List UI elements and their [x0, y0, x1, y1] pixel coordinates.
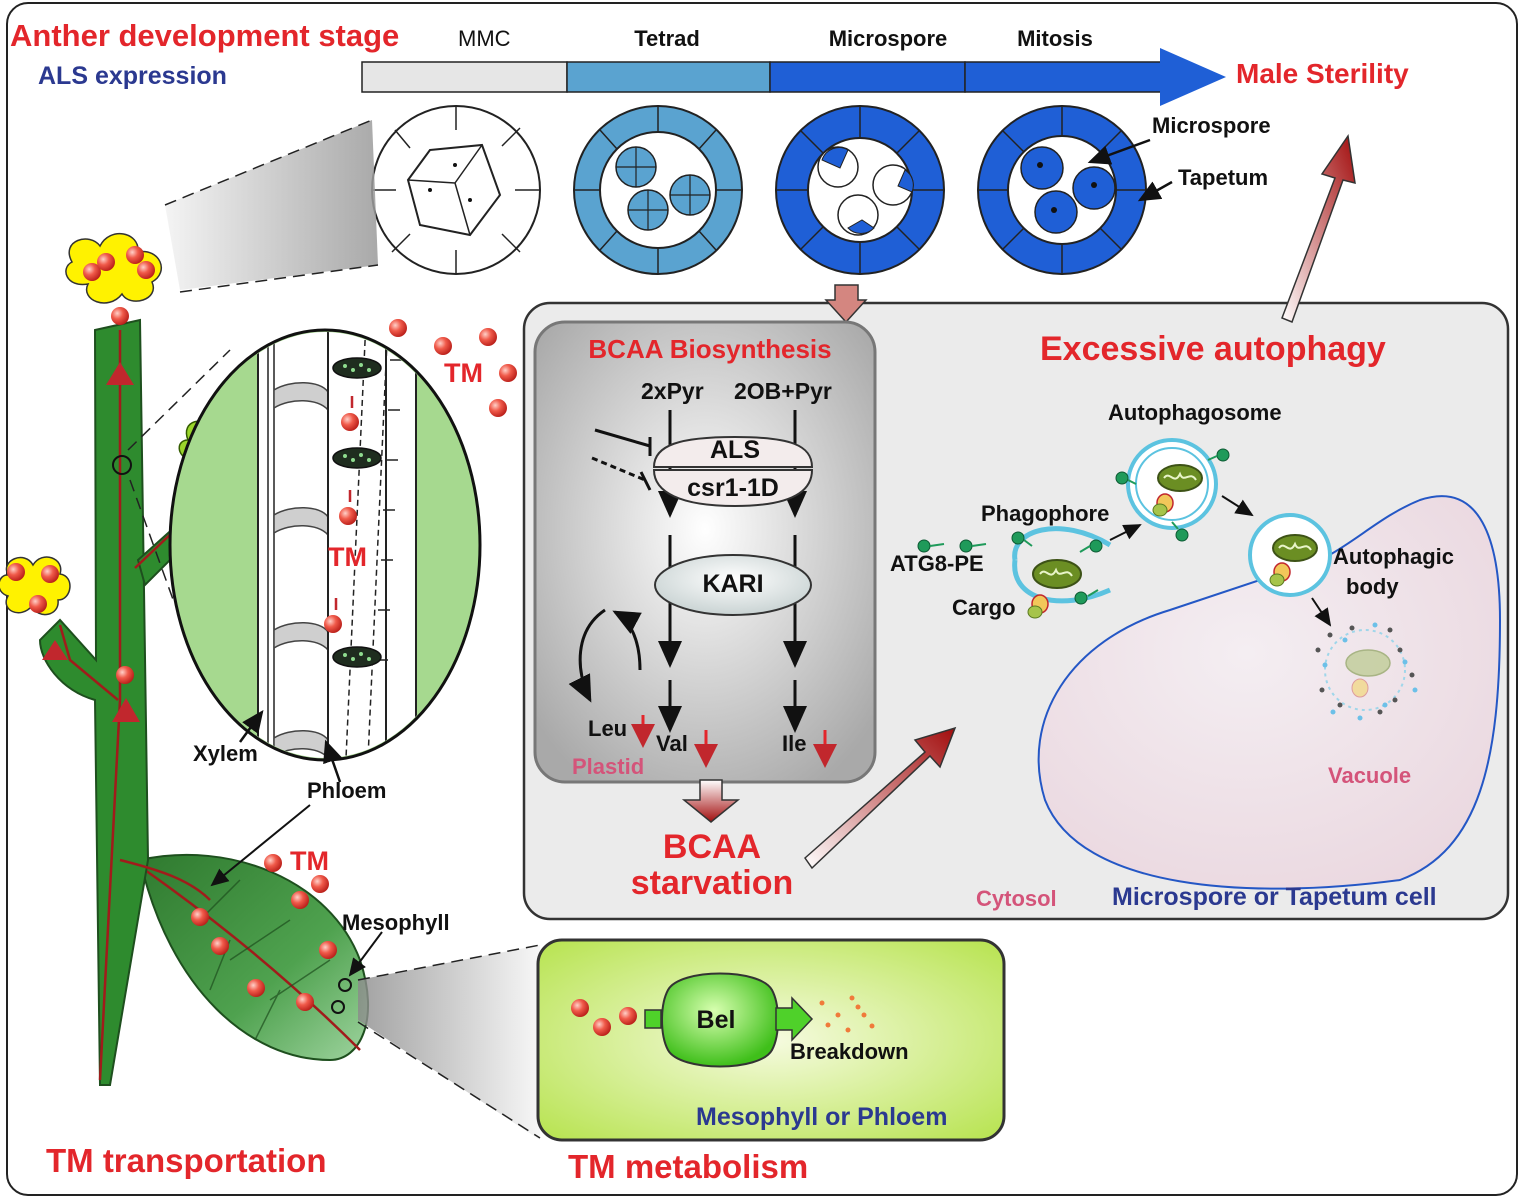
leu-label: Leu	[588, 716, 628, 741]
tm-label-air: TM	[444, 358, 483, 388]
stage-bar	[361, 48, 1226, 106]
xylem-label: Xylem	[193, 741, 258, 766]
vacuole-label: Vacuole	[1328, 763, 1412, 788]
decrease-arrows	[631, 715, 837, 768]
mesophyll-label: Mesophyll	[342, 910, 450, 935]
substrate-2xpyr: 2xPyr	[641, 378, 704, 404]
stage-label-tetrad: Tetrad	[634, 26, 700, 51]
zoom-wedge-flower	[165, 120, 378, 290]
phagophore-label: Phagophore	[981, 501, 1110, 526]
autophagic-body-line1: Autophagic	[1333, 544, 1454, 569]
vacuole	[1037, 495, 1502, 890]
anther-stage-title: Anther development stage	[10, 18, 400, 53]
stage-label-mmc: MMC	[458, 26, 511, 51]
vasculature-inset	[168, 328, 482, 762]
bel-enzyme-label: Bel	[696, 1006, 736, 1034]
kari-enzyme-shape	[654, 554, 812, 616]
bcaa-biosynthesis-title: BCAA Biosynthesis	[588, 334, 832, 364]
stage-label-microspore: Microspore	[828, 26, 948, 51]
csr1-1d-label: csr1-1D	[687, 474, 779, 502]
breakdown-label: Breakdown	[790, 1039, 909, 1064]
anther-tetrad	[573, 105, 743, 275]
atg8-pe-label: ATG8-PE	[890, 551, 984, 576]
bel-enzyme	[644, 972, 814, 1068]
substrate-2ob-pyr: 2OB+Pyr	[734, 378, 832, 404]
bcaa-starvation-line2: starvation	[630, 864, 794, 902]
tm-label-phloem: TM	[328, 542, 367, 572]
tapetum-cell-label: Tapetum	[1178, 165, 1269, 190]
male-sterility-label: Male Sterility	[1236, 58, 1409, 89]
cargo-label: Cargo	[952, 595, 1016, 620]
starvation-to-autophagy-arrow	[804, 726, 957, 870]
vasculature-pointer-arrows	[210, 709, 383, 977]
excessive-autophagy-title: Excessive autophagy	[1040, 330, 1386, 368]
ile-label: Ile	[782, 731, 807, 756]
metabolism-location-label: Mesophyll or Phloem	[696, 1103, 948, 1131]
stage-label-mitosis: Mitosis	[1017, 26, 1093, 51]
cytosol-label: Cytosol	[976, 886, 1057, 911]
starvation-down-arrow	[681, 779, 741, 823]
kari-enzyme-label: KARI	[702, 570, 764, 598]
anther-mitosis	[977, 105, 1147, 275]
cell-type-label: Microspore or Tapetum cell	[1112, 883, 1437, 911]
anther-microspore	[775, 105, 945, 275]
anther-mmc	[371, 105, 541, 275]
microspore-cell-label: Microspore	[1152, 113, 1271, 138]
autophagy-to-sterility-arrow	[1281, 133, 1356, 323]
autophagy-structures	[917, 438, 1418, 721]
als-enzyme-shape	[652, 435, 814, 508]
breakdown-products	[819, 995, 875, 1033]
tm-label-leaf: TM	[290, 846, 329, 876]
tm-transportation-title: TM transportation	[46, 1142, 327, 1179]
cell-pointer-arrows	[1087, 138, 1173, 202]
bcaa-pathway	[568, 410, 807, 733]
val-label: Val	[656, 731, 688, 756]
autophagosome-label: Autophagosome	[1108, 400, 1282, 425]
tm-substrate	[571, 999, 637, 1036]
plastid-label: Plastid	[572, 754, 645, 779]
als-expression-label: ALS expression	[38, 62, 227, 90]
bcaa-starvation-line1: BCAA	[662, 828, 762, 866]
plant	[0, 232, 369, 1086]
autophagic-body-line2: body	[1346, 574, 1399, 599]
tm-metabolism-title: TM metabolism	[568, 1148, 809, 1185]
phloem-label: Phloem	[307, 778, 387, 803]
als-enzyme-label: ALS	[710, 436, 760, 464]
zoom-wedge-leaf	[358, 945, 540, 1140]
